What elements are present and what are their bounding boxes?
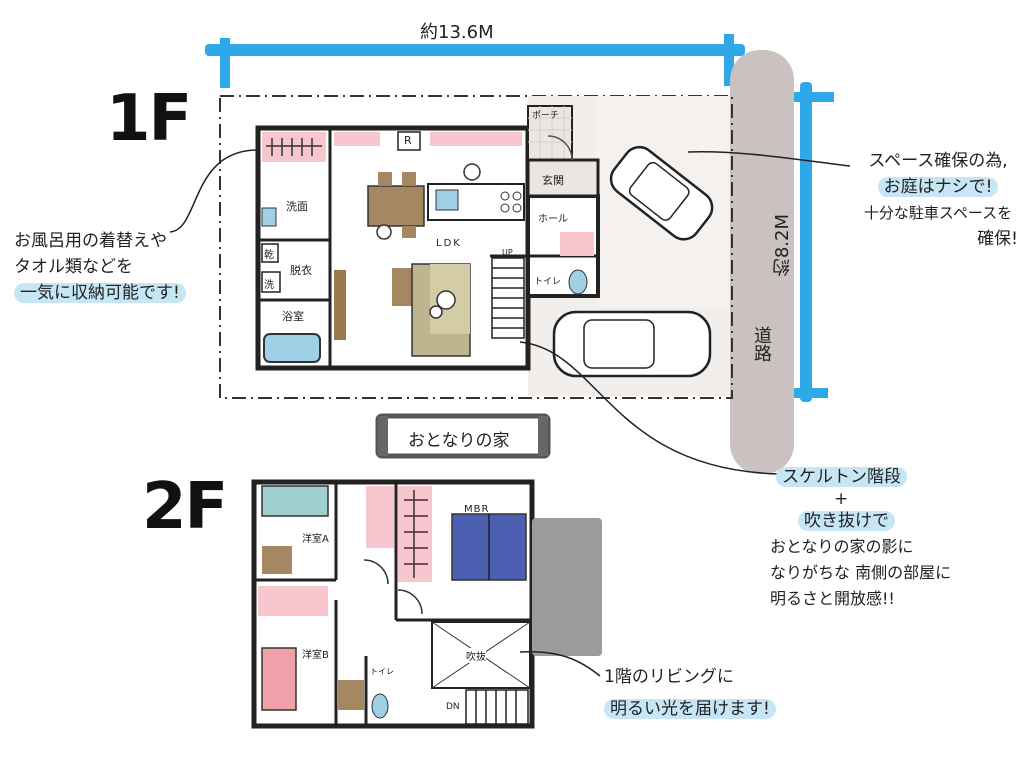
bed-a	[261, 485, 329, 517]
wash-label: 洗面	[286, 200, 308, 213]
entrance-label: 玄関	[542, 174, 564, 187]
dining-table	[367, 185, 425, 227]
neighbor-label: おとなりの家	[408, 431, 510, 451]
balcony	[532, 518, 602, 656]
toilet-1f-label: トイレ	[534, 277, 562, 287]
note-parking-line: 十分な駐車スペースを	[863, 204, 1013, 222]
road	[730, 50, 794, 474]
up-label: UP	[502, 248, 513, 257]
western-a-label: 洋室A	[302, 534, 329, 545]
western-b-label: 洋室B	[302, 650, 329, 661]
bed-b	[261, 647, 297, 711]
dressing-label: 脱衣	[290, 264, 312, 277]
width-dimension-bar	[205, 34, 745, 88]
first-floor-plan	[255, 105, 600, 371]
bathtub	[263, 333, 321, 363]
note-stairs-line: 明るさと開放感!!	[770, 589, 895, 608]
first-floor-label: 1F	[106, 82, 192, 156]
note-stairs: スケルトン階段 + 吹き抜けで おとなりの家の影に なりがちな 南側の部屋に 明…	[770, 464, 1010, 612]
bath-label: 浴室	[282, 310, 304, 323]
note-stairs-line: スケルトン階段	[770, 464, 1010, 490]
note-void-line: 1階のリビングに	[604, 667, 734, 687]
washer-label: 洗	[264, 280, 274, 291]
entrance	[526, 158, 600, 198]
second-floor-plan	[251, 479, 602, 729]
width-label: 約13.6M	[420, 22, 494, 43]
coffee-table	[392, 268, 414, 306]
site-boundary	[219, 95, 733, 399]
toilet-2f-label: トイレ	[370, 667, 394, 676]
note-parking: スペース確保の為, お庭はナシで! 十分な駐車スペースを 確保!	[858, 148, 1018, 252]
car-bottom	[552, 310, 712, 378]
note-laundry: お風呂用の着替えや タオル類などを 一気に収納可能です!	[14, 228, 186, 306]
ldk-label: LDK	[436, 238, 462, 249]
note-void-line: 明るい光を届けます!	[604, 696, 844, 722]
depth-label: 約8.2M	[772, 214, 793, 277]
road-label: 道路	[751, 326, 772, 362]
note-stairs-line: なりがちな 南側の部屋に	[770, 563, 952, 582]
hall-label: ホール	[538, 214, 568, 225]
note-void: 1階のリビングに 明るい光を届けます!	[604, 664, 844, 722]
leader-lines	[169, 149, 851, 677]
note-laundry-line: 一気に収納可能です!	[14, 280, 186, 306]
void-label: 吹抜	[466, 648, 486, 663]
mbr-label: MBR	[464, 504, 490, 515]
porch-label: ポーチ	[532, 111, 560, 121]
note-parking-line: お庭はナシで!	[858, 174, 1018, 200]
skeleton-stairs	[491, 257, 525, 339]
note-parking-line: 確保!	[977, 229, 1018, 249]
down-label: DN	[446, 702, 460, 712]
note-laundry-line: タオル類などを	[14, 257, 133, 277]
note-stairs-line: 吹き抜けで	[770, 508, 1010, 534]
car-top	[609, 145, 714, 241]
note-parking-line: スペース確保の為,	[868, 151, 1008, 171]
note-stairs-line: おとなりの家の影に	[770, 537, 914, 556]
note-stairs-line: +	[834, 489, 849, 509]
dryer-label: 乾	[264, 250, 274, 261]
note-laundry-line: お風呂用の着替えや	[14, 231, 167, 251]
second-floor-label: 2F	[142, 470, 228, 544]
fridge-label: R	[404, 134, 412, 147]
